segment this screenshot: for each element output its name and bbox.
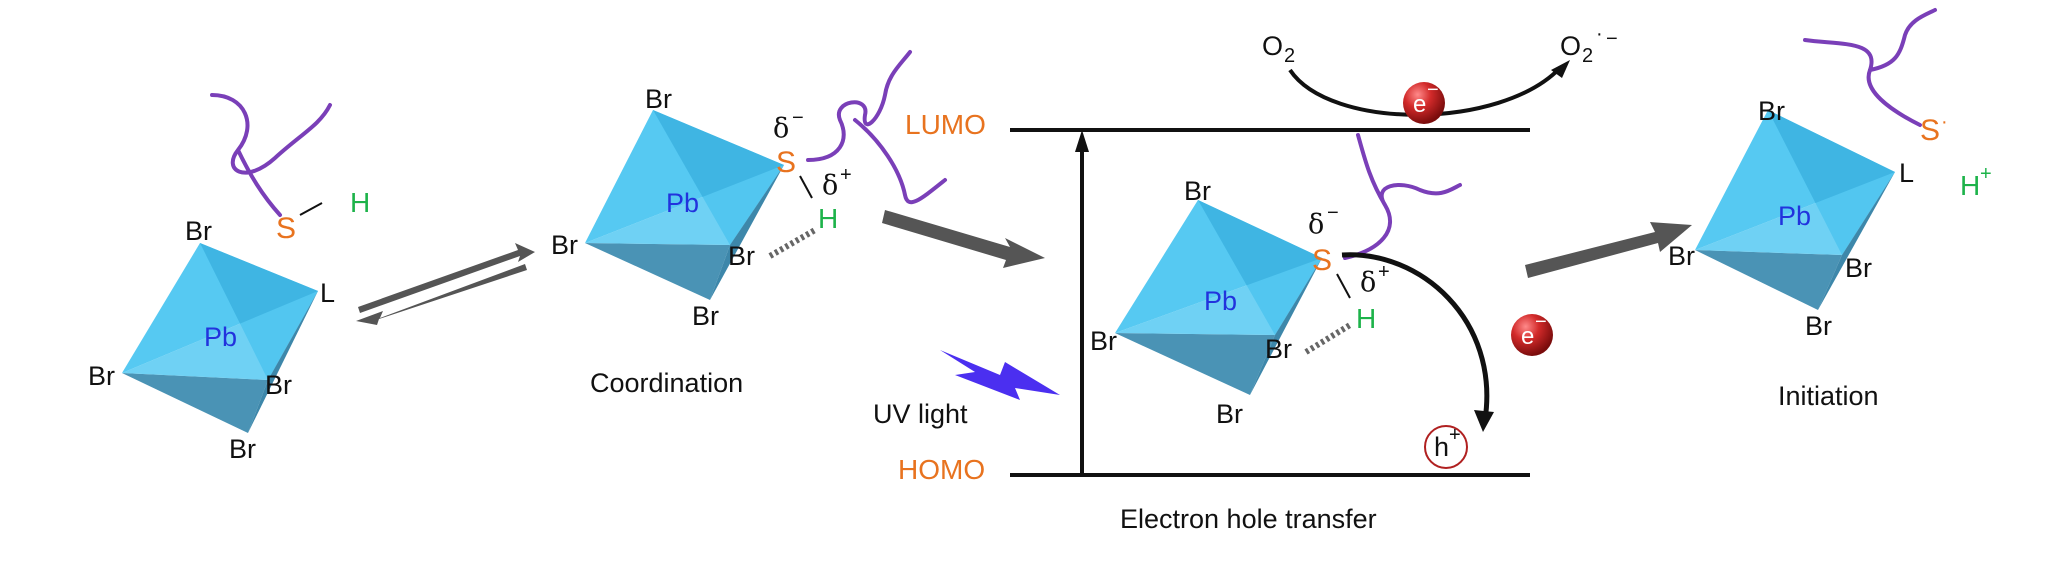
l-label-4: L xyxy=(1899,158,1914,188)
octahedron-3 xyxy=(1115,200,1322,395)
pb-label-2: Pb xyxy=(666,188,699,218)
o2-right-dot: · xyxy=(1596,23,1603,45)
br-left-2: Br xyxy=(551,230,578,260)
forward-arrow-1 xyxy=(882,210,1045,268)
br-left-4: Br xyxy=(1668,241,1695,271)
equilibrium-arrows xyxy=(356,243,535,325)
sulfur-label-2: S xyxy=(776,146,796,179)
br-right-1: Br xyxy=(265,370,292,400)
hole-plus: + xyxy=(1449,424,1461,446)
panel-free-ligand: S H Br L Pb Br Br Br xyxy=(88,93,370,464)
uv-light-label: UV light xyxy=(873,399,968,429)
o2-left-o: O xyxy=(1262,31,1283,61)
ligand-chain-2 xyxy=(806,50,947,205)
o2-right-minus: − xyxy=(1606,28,1618,50)
electron-ball-e-mid: e xyxy=(1521,323,1534,350)
o2-arc-head xyxy=(1551,60,1570,78)
lightning-bolt-icon xyxy=(940,350,1060,400)
o2-right-2: 2 xyxy=(1582,45,1593,67)
delta-plus-3: δ xyxy=(1360,267,1376,298)
s-h-bond-1 xyxy=(299,202,323,216)
hydrogen-label-1: H xyxy=(350,187,370,218)
delta-plus-2: δ xyxy=(822,170,838,201)
caption-electron-hole-transfer: Electron hole transfer xyxy=(1120,504,1377,534)
hole-transfer-arrow-head xyxy=(1474,410,1494,432)
electron-ball-e-top: e xyxy=(1413,91,1426,118)
br-bottom-3: Br xyxy=(1216,399,1243,429)
electron-ball-icon: e − xyxy=(1511,311,1553,356)
octahedron-1 xyxy=(122,243,318,433)
ligand-chain-1 xyxy=(210,93,332,217)
br-top-3: Br xyxy=(1184,176,1211,206)
caption-initiation: Initiation xyxy=(1778,381,1879,411)
br-bottom-1: Br xyxy=(229,434,256,464)
panel-electron-hole-transfer: LUMO HOMO UV light O 2 O 2 · − e − xyxy=(873,23,1618,534)
lumo-label: LUMO xyxy=(905,109,986,140)
hydrogen-label-3: H xyxy=(1356,303,1376,334)
l-label-1: L xyxy=(320,278,335,308)
o2-right-o: O xyxy=(1560,31,1581,61)
sulfur-label-3: S xyxy=(1312,244,1332,277)
sulfur-label-1: S xyxy=(276,212,296,245)
br-top-1: Br xyxy=(185,216,212,246)
minus-sign-3: − xyxy=(1327,202,1339,224)
s-h-bond-2 xyxy=(799,175,813,199)
sulfur-radical-dot: · xyxy=(1941,111,1948,133)
pb-label-4: Pb xyxy=(1778,201,1811,231)
plus-sign-2: + xyxy=(840,164,852,186)
pb-label-3: Pb xyxy=(1204,286,1237,316)
minus-sign-2: − xyxy=(792,107,804,129)
caption-coordination: Coordination xyxy=(590,368,743,398)
br-left-1: Br xyxy=(88,361,115,391)
excitation-arrow-head xyxy=(1075,130,1089,152)
proton-plus: + xyxy=(1980,163,1992,185)
octahedron-4 xyxy=(1695,110,1895,310)
br-right-4: Br xyxy=(1845,253,1872,283)
hydrogen-bond-3 xyxy=(1304,322,1352,355)
hydrogen-bond-2 xyxy=(768,227,817,259)
o2-left-2: 2 xyxy=(1284,45,1295,67)
br-right-3: Br xyxy=(1265,334,1292,364)
delta-minus-3: δ xyxy=(1308,209,1324,240)
ligand-chain-3 xyxy=(1343,133,1462,260)
panel-initiation: Br L Pb Br Br Br S · H + Initiation xyxy=(1668,8,1992,411)
electron-ball-icon: e − xyxy=(1403,79,1445,124)
br-bottom-4: Br xyxy=(1805,311,1832,341)
br-bottom-2: Br xyxy=(692,301,719,331)
ligand-chain-4 xyxy=(1803,8,1937,127)
s-h-bond-3 xyxy=(1336,273,1351,299)
hole-circle-icon: h + xyxy=(1424,424,1468,469)
br-left-3: Br xyxy=(1090,326,1117,356)
delta-minus-2: δ xyxy=(773,113,789,144)
br-top-4: Br xyxy=(1758,96,1785,126)
octahedron-2 xyxy=(585,110,784,300)
hole-transfer-arrow xyxy=(1341,252,1490,421)
homo-label: HOMO xyxy=(898,454,985,485)
hole-h: h xyxy=(1434,432,1449,462)
pb-label-1: Pb xyxy=(204,322,237,352)
electron-ball-minus-top: − xyxy=(1427,79,1439,101)
br-right-2: Br xyxy=(728,241,755,271)
plus-sign-3: + xyxy=(1378,261,1390,283)
hydrogen-label-2: H xyxy=(818,203,838,234)
proton-h: H xyxy=(1960,170,1980,201)
br-top-2: Br xyxy=(645,84,672,114)
panel-coordination: Br Pb Br Br Br S δ − δ + H Coordination xyxy=(551,50,947,398)
forward-arrow-2 xyxy=(1525,222,1692,278)
sulfur-radical-label: S xyxy=(1920,114,1940,147)
electron-ball-minus-mid: − xyxy=(1535,311,1547,333)
